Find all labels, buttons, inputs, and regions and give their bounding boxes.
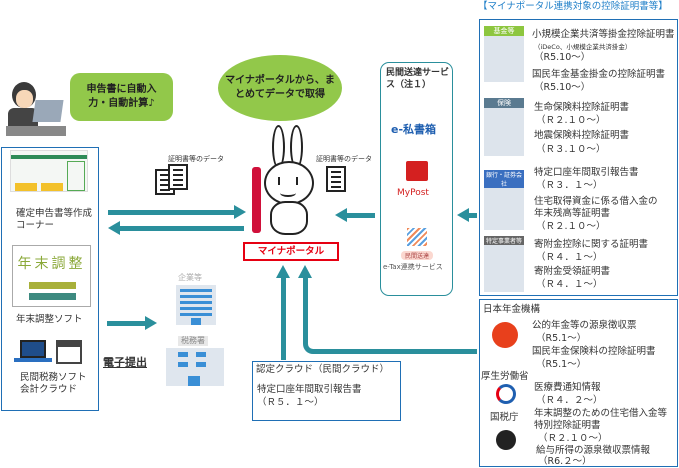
cert-item: 小規模企業共済等掛金控除証明書 (532, 29, 675, 40)
arrow-private-to-portal (335, 208, 375, 222)
item-private-tax-software[interactable]: 民間税務ソフト会計クラウド (20, 372, 87, 395)
cert-date: （Ｒ４．１～） (536, 252, 603, 263)
cloud-doc: 特定口座年間取引報告書 (257, 384, 362, 395)
tax-office-building-icon (166, 348, 224, 386)
arrow-cloud-to-portal (281, 276, 286, 360)
cert-date: （Ｒ４．２～） (536, 395, 603, 406)
laptop-icon (14, 340, 52, 364)
item-kakutei-shinkoku[interactable]: 確定申告書等作成コーナー (16, 208, 93, 231)
etax-link-logo[interactable]: e-Tax連携サービス (383, 263, 443, 271)
e-shishobako-logo[interactable]: e-私書箱 (391, 123, 437, 136)
cert-date: （Ｒ２.１０～） (536, 115, 606, 126)
mynaportal-label: マイナポータル (243, 242, 339, 261)
cert-date: （Ｒ２.１０～） (538, 433, 608, 444)
cert-item: 住宅取得資金に係る借入金の年末残高等証明書 (534, 196, 658, 219)
private-delivery-services-panel: 民間送達サービス（注１） e-私書箱 MyPost 民間送達 e-Tax連携サー… (380, 62, 453, 296)
cert-date: （R5.10～） (534, 82, 591, 93)
user-at-laptop-illustration (6, 82, 66, 138)
nenmatsu-logo: 年末調整 (17, 256, 86, 272)
cert-item: 国民年金基金掛金の控除証明書 (532, 69, 666, 80)
cert-item: 寄附金受領証明書 (534, 266, 611, 277)
cert-item: 年末調整のための住宅借入金等特別控除証明書 (534, 408, 668, 431)
government-panel: 日本年金機構 公的年金等の源泉徴収票 （R5.1～） 国民年金保険料の控除証明書… (479, 299, 678, 467)
accounting-window-icon (56, 340, 82, 364)
cert-item: 生命保険料控除証明書 (534, 102, 630, 113)
page-title: 【マイナポータル連携対象の控除証明書等】 (478, 1, 668, 12)
user-speech-bubble: 申告書に自動入力・自動計算♪ (70, 73, 173, 121)
certified-cloud-panel: 認定クラウド（民間クラウド） 特定口座年間取引報告書 （Ｒ５．１～） (252, 361, 401, 421)
cert-note: （iDeCo、小規模企業共済掛金） (534, 43, 632, 51)
cert-item: 公的年金等の源泉徴収票 (532, 320, 637, 331)
document-icon (168, 164, 188, 190)
cert-date: （Ｒ４．１～） (536, 279, 603, 290)
cert-item: 地震保険料控除証明書 (534, 130, 630, 141)
insurance-building-icon: 保険 (484, 98, 524, 156)
cert-date: （R5.10～） (534, 52, 591, 63)
arrow-from-portal (108, 221, 244, 235)
private-services-title: 民間送達サービス（注１） (386, 68, 450, 90)
cert-item: 特定口座年間取引報告書 (534, 167, 639, 178)
cert-date: （R5.1～） (536, 333, 587, 344)
cert-item: 医療費通知情報 (534, 382, 601, 393)
left-software-panel: 確定申告書等作成コーナー 年末調整 年末調整ソフト 民間税務ソフト会計クラウド (1, 147, 99, 411)
cert-date: （Ｒ３.１０～） (536, 144, 606, 155)
nta-logo-icon (496, 430, 516, 450)
cert-item: 国民年金保険料の控除証明書 (532, 346, 656, 357)
cert-item: 寄附金控除に関する証明書 (534, 239, 649, 250)
tax-office-label: 税務署 (178, 336, 208, 346)
org-name: 国税庁 (490, 412, 519, 423)
cloud-title: 認定クラウド（民間クラウド） (256, 364, 390, 375)
pension-org-logo-icon (492, 322, 518, 348)
data-label-left: 証明書等のデータ (168, 155, 224, 163)
certificates-panel: 基金等 小規模企業共済等掛金控除証明書 （iDeCo、小規模企業共済掛金） （R… (479, 19, 678, 296)
mypost-icon (406, 161, 428, 181)
fund-building-icon: 基金等 (484, 26, 524, 82)
e-filing-label: 電子提出 (103, 356, 147, 369)
cert-date: （Ｒ３．１～） (536, 180, 603, 191)
mypost-logo[interactable]: MyPost (397, 188, 429, 198)
company-label: 企業等 (178, 273, 202, 282)
arrow-gov-to-portal (303, 276, 477, 354)
org-name: 厚生労働省 (481, 371, 529, 382)
cert-date: （R6.２～） (538, 456, 592, 467)
arrow-to-company (107, 316, 157, 330)
cert-date: （Ｒ２.１０～） (536, 221, 606, 232)
cert-item: 給与所得の源泉徴収票情報 (536, 445, 651, 456)
mynaportal-mascot-icon (250, 125, 325, 237)
center-bubble-text: マイナポータルから、まとめてデータで取得 (225, 75, 335, 100)
kakutei-shinkoku-screenshot[interactable] (10, 150, 88, 192)
business-building-icon: 特定事業者等 (484, 236, 524, 292)
cert-date: （R5.1～） (536, 359, 587, 370)
org-name: 日本年金機構 (483, 304, 541, 315)
private-delivery-badge: 民間送達 (401, 251, 434, 260)
arrow-certs-to-private (457, 208, 477, 222)
center-speech-bubble: マイナポータルから、まとめてデータで取得 (218, 55, 342, 121)
cloud-date: （Ｒ５．１～） (257, 397, 324, 408)
document-icon (326, 166, 346, 192)
etax-link-icon (407, 228, 427, 246)
bank-building-icon: 銀行・証券会社 (484, 170, 524, 230)
item-nenmatsu-software[interactable]: 年末調整ソフト (16, 314, 83, 325)
mhlw-logo-icon (496, 384, 516, 404)
company-building-icon (176, 285, 216, 325)
user-bubble-text: 申告書に自動入力・自動計算♪ (86, 84, 157, 109)
nenmatsu-app-screenshot[interactable]: 年末調整 (12, 245, 91, 307)
arrow-to-portal (108, 205, 246, 219)
data-label-right: 証明書等のデータ (316, 155, 372, 163)
